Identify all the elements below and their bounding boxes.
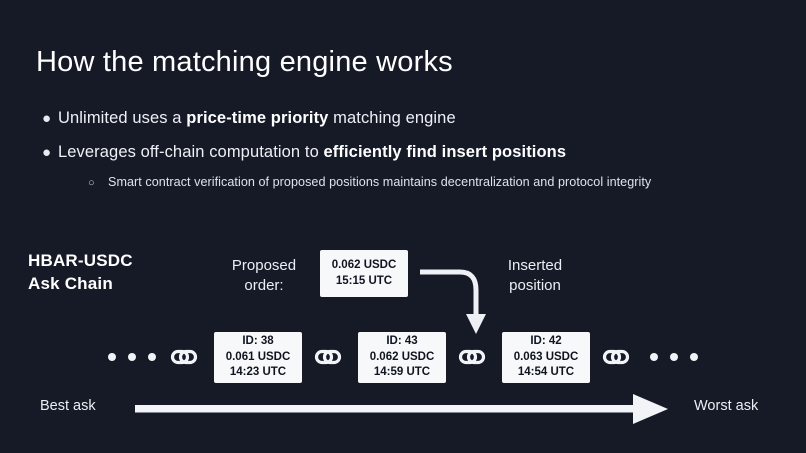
bullet-item-text: Leverages off-chain computation to effic… [58, 142, 567, 161]
inserted-position-label: Inserted position [489, 256, 581, 297]
proposed-order-price: 0.062 USDC [331, 258, 397, 271]
bullet-marker-icon: ● [42, 110, 52, 127]
best-ask-label: Best ask [40, 398, 96, 414]
chain-link-icon [458, 349, 486, 365]
ellipsis-dot [128, 353, 136, 361]
chain-ellipsis-left [108, 353, 156, 361]
proposed-order-label: Proposed order: [218, 256, 310, 297]
chain-node-price: 0.061 USDC [225, 350, 291, 363]
ellipsis-dot [690, 353, 698, 361]
chain-link-icon [314, 349, 342, 365]
chain-node-card: ID: 38 0.061 USDC 14:23 UTC [214, 332, 302, 383]
chain-node-time: 14:54 UTC [517, 366, 575, 379]
chain-ellipsis-right [650, 353, 698, 361]
page-title: How the matching engine works [36, 46, 453, 78]
bullet-item: ● Unlimited uses a price-time priority m… [36, 108, 786, 129]
chain-node-time: 14:59 UTC [373, 366, 431, 379]
chain-node-price: 0.062 USDC [369, 350, 435, 363]
chain-node-price: 0.063 USDC [513, 350, 579, 363]
worst-ask-label: Worst ask [694, 398, 759, 414]
chain-title-line-1: HBAR-USDC [28, 251, 133, 270]
chain-node-card: ID: 43 0.062 USDC 14:59 UTC [358, 332, 446, 383]
chain-link-icon [602, 349, 630, 365]
chain-node-card: ID: 42 0.063 USDC 14:54 UTC [502, 332, 590, 383]
chain-node-id: ID: 42 [530, 335, 562, 348]
bullet-list: ● Unlimited uses a price-time priority m… [36, 108, 786, 191]
chain-title-line-2: Ask Chain [28, 273, 113, 293]
ellipsis-dot [650, 353, 658, 361]
chain-node-id: ID: 38 [242, 335, 274, 348]
chain-node-id: ID: 43 [386, 335, 418, 348]
inserted-position-label-line-1: Inserted [507, 257, 563, 274]
proposed-order-label-line-2: order: [244, 277, 284, 295]
bullet-item: ● Leverages off-chain computation to eff… [36, 142, 786, 163]
proposed-order-card: 0.062 USDC 15:15 UTC [320, 250, 408, 297]
chain-link-icon [170, 349, 198, 365]
ellipsis-dot [148, 353, 156, 361]
proposed-order-label-line-1: Proposed [231, 257, 297, 274]
sub-bullet-item: ○ Smart contract verification of propose… [88, 175, 786, 191]
chain-title: HBAR-USDC Ask Chain [28, 250, 133, 296]
ellipsis-dot [108, 353, 116, 361]
bullet-item-text: Unlimited uses a price-time priority mat… [58, 109, 456, 127]
insertion-arrow-icon [420, 269, 486, 334]
bullet-marker-icon: ● [42, 143, 52, 161]
sub-bullet-item-text: Smart contract verification of proposed … [108, 175, 652, 190]
sub-bullet-marker-icon: ○ [88, 177, 95, 190]
price-direction-arrow-icon [135, 394, 668, 424]
ellipsis-dot [670, 353, 678, 361]
proposed-order-time: 15:15 UTC [335, 274, 393, 287]
chain-node-time: 14:23 UTC [229, 366, 287, 379]
inserted-position-label-line-2: position [509, 277, 561, 295]
